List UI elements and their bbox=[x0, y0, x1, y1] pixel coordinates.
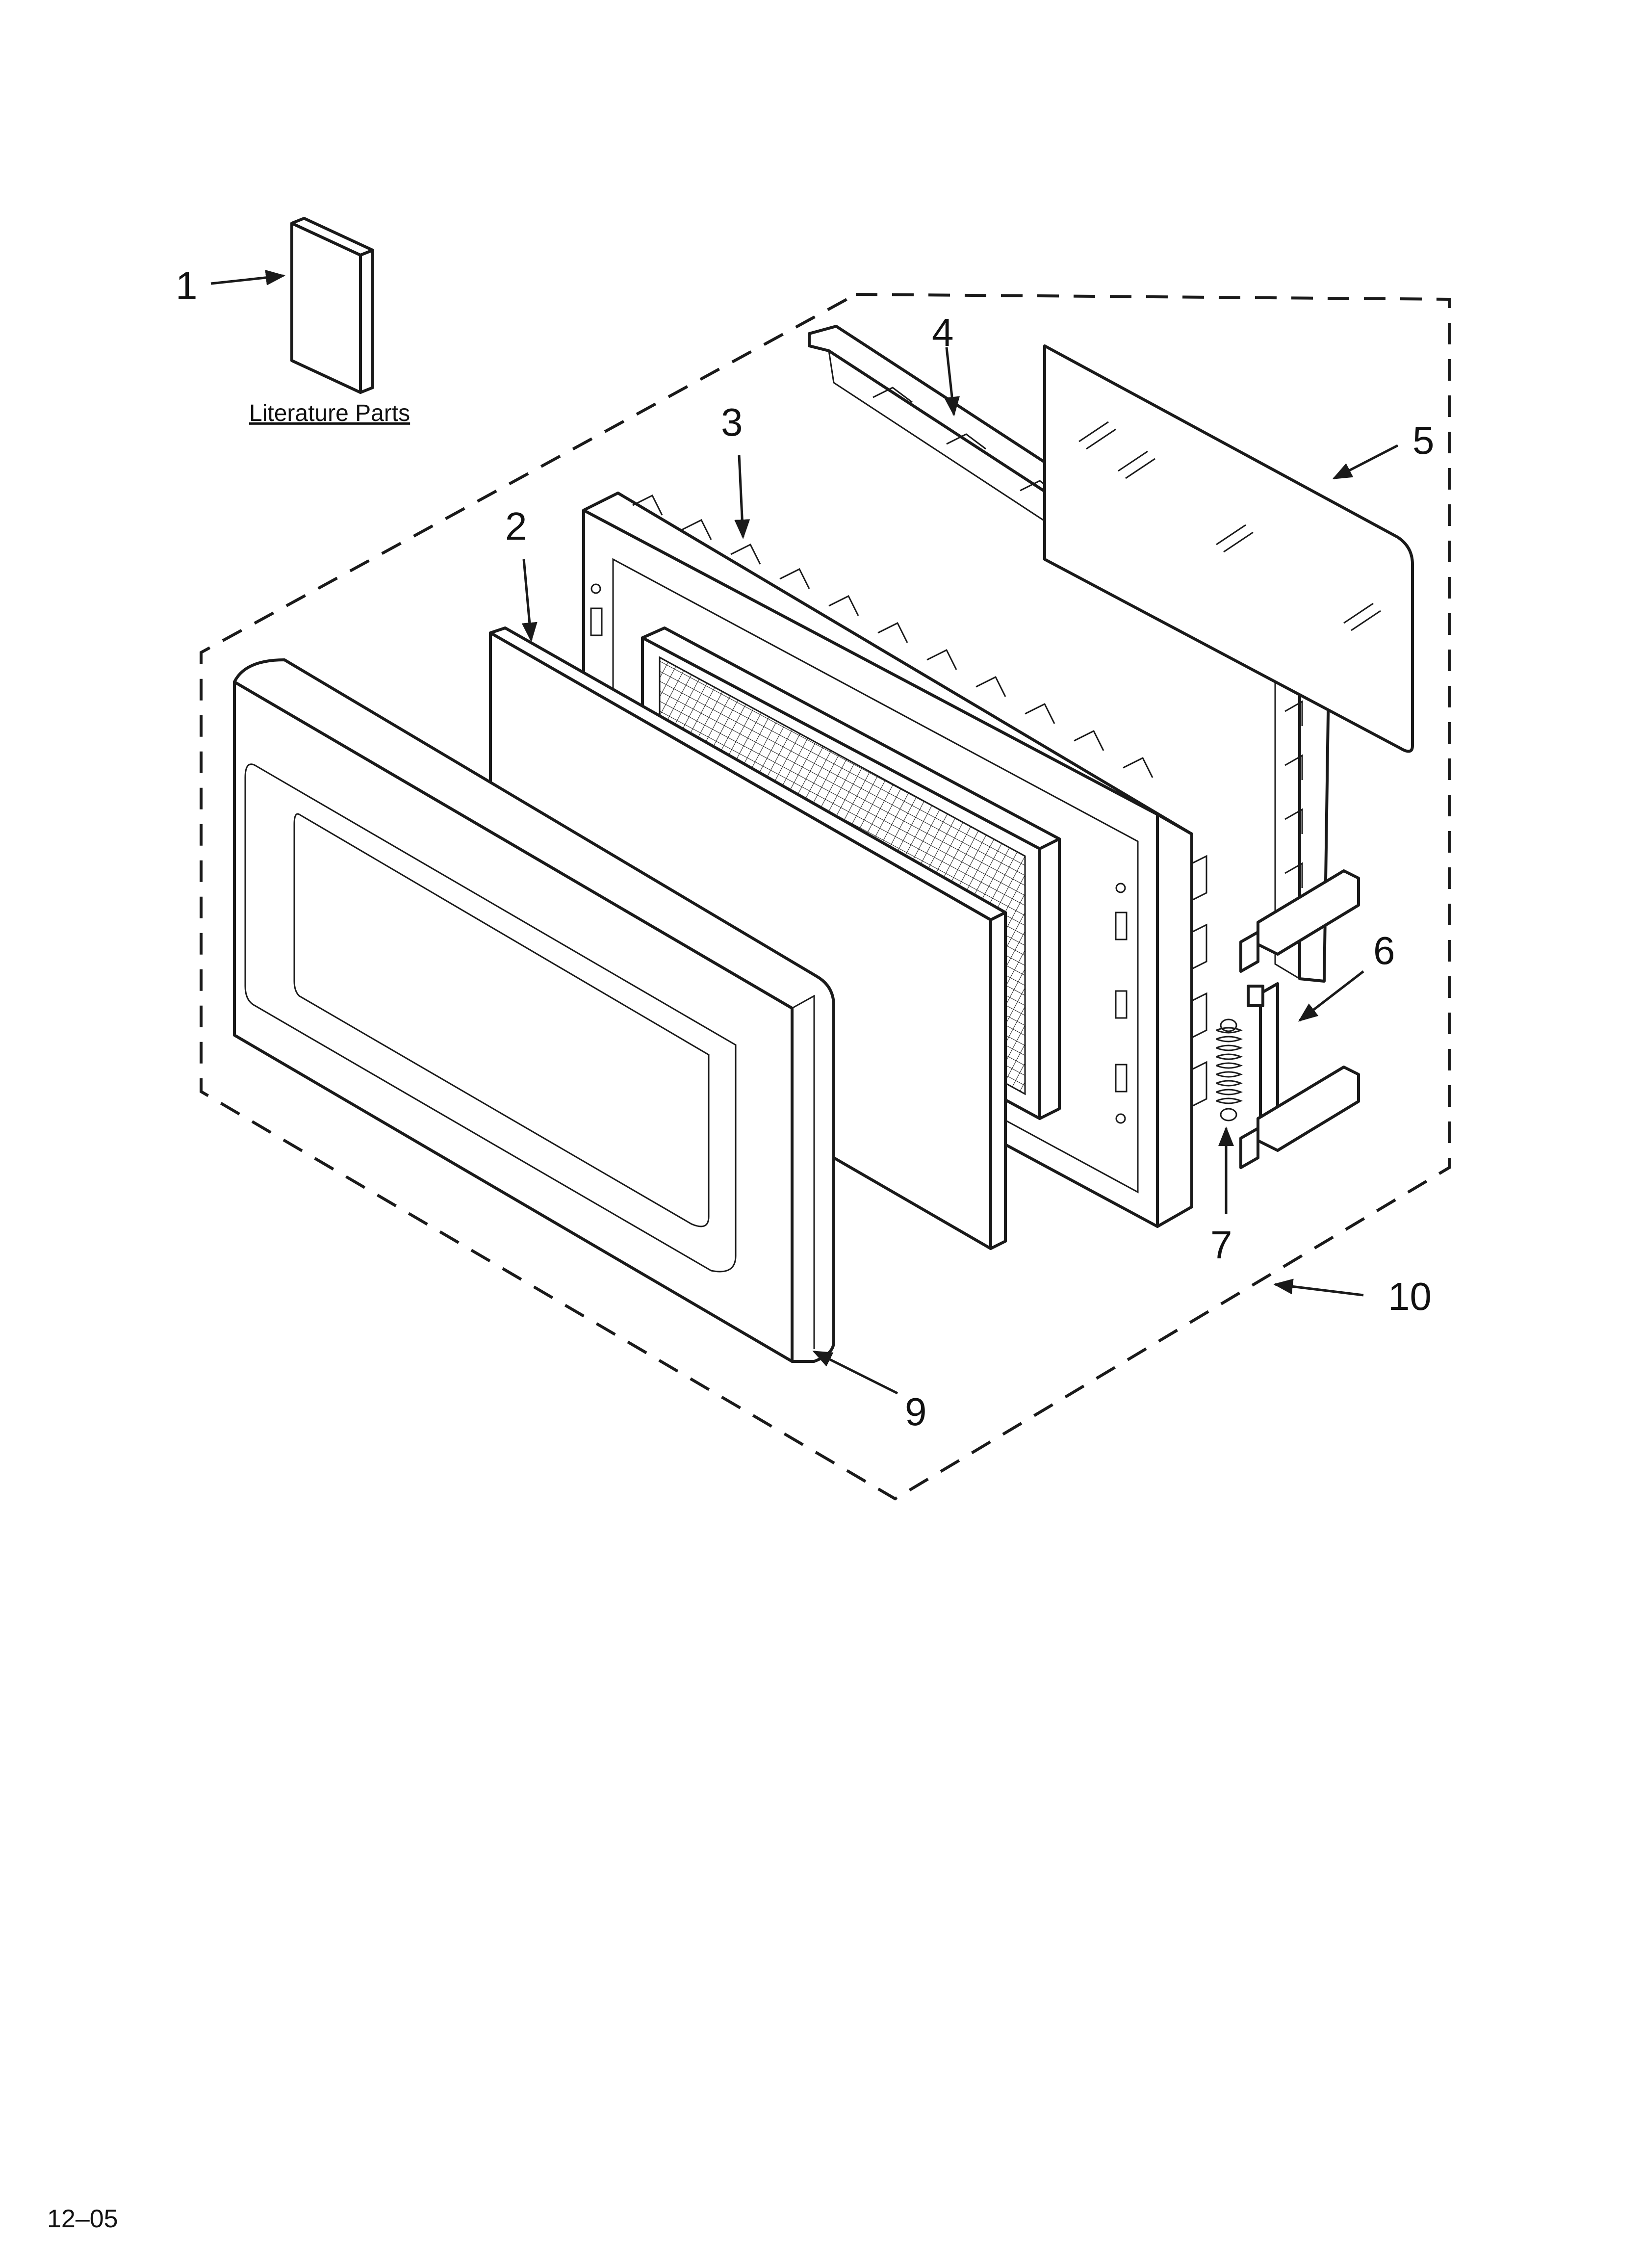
leader-lines bbox=[210, 269, 1399, 1395]
outer-door bbox=[233, 658, 835, 1363]
glass-panel bbox=[1043, 344, 1414, 753]
literature-parts-label: Literature Parts bbox=[249, 400, 410, 426]
callout-10: 10 bbox=[1388, 1275, 1432, 1318]
callout-3: 3 bbox=[721, 400, 743, 444]
callout-5: 5 bbox=[1412, 418, 1435, 462]
footer-code: 12–05 bbox=[47, 2205, 118, 2233]
callout-7: 7 bbox=[1210, 1223, 1232, 1267]
callout-1: 1 bbox=[176, 264, 198, 308]
callout-9: 9 bbox=[905, 1390, 927, 1434]
literature-booklet bbox=[290, 217, 374, 394]
callout-4: 4 bbox=[932, 311, 954, 354]
callout-6: 6 bbox=[1373, 929, 1395, 972]
callout-2: 2 bbox=[505, 504, 527, 548]
assembly-outline bbox=[200, 293, 1451, 1501]
latch-hook bbox=[1239, 869, 1360, 1169]
latch-spring bbox=[1216, 1018, 1243, 1121]
